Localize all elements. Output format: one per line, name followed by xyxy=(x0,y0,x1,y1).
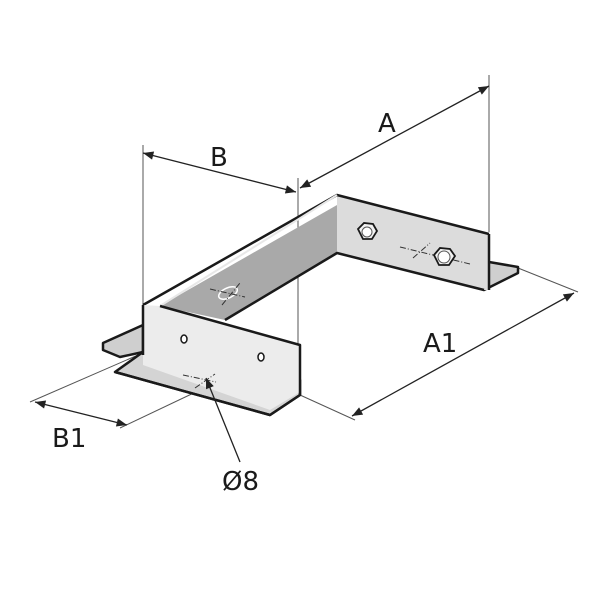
dimension-a-line xyxy=(299,85,490,189)
dimension-b-label: B xyxy=(210,143,228,173)
hole-diameter-label: Ø8 xyxy=(222,467,259,497)
dimension-lines xyxy=(34,85,575,463)
bolt-icon xyxy=(356,222,379,240)
dimension-b1-line xyxy=(34,400,128,427)
hole-centerlines xyxy=(182,242,471,389)
dimension-b1-label: B1 xyxy=(52,424,86,454)
right-arm-face xyxy=(337,195,489,290)
left-back-flange xyxy=(101,323,145,359)
dimension-b-line xyxy=(142,151,297,194)
hole-leader-line xyxy=(205,377,241,463)
dimension-a-label: A xyxy=(378,109,396,139)
dimension-a1-line xyxy=(351,292,575,417)
left-arm-inner-face xyxy=(160,205,337,320)
front-holes xyxy=(180,334,265,362)
dimension-a1-label: A1 xyxy=(423,329,457,359)
front-face xyxy=(143,305,300,410)
bolt-icon xyxy=(432,247,457,266)
